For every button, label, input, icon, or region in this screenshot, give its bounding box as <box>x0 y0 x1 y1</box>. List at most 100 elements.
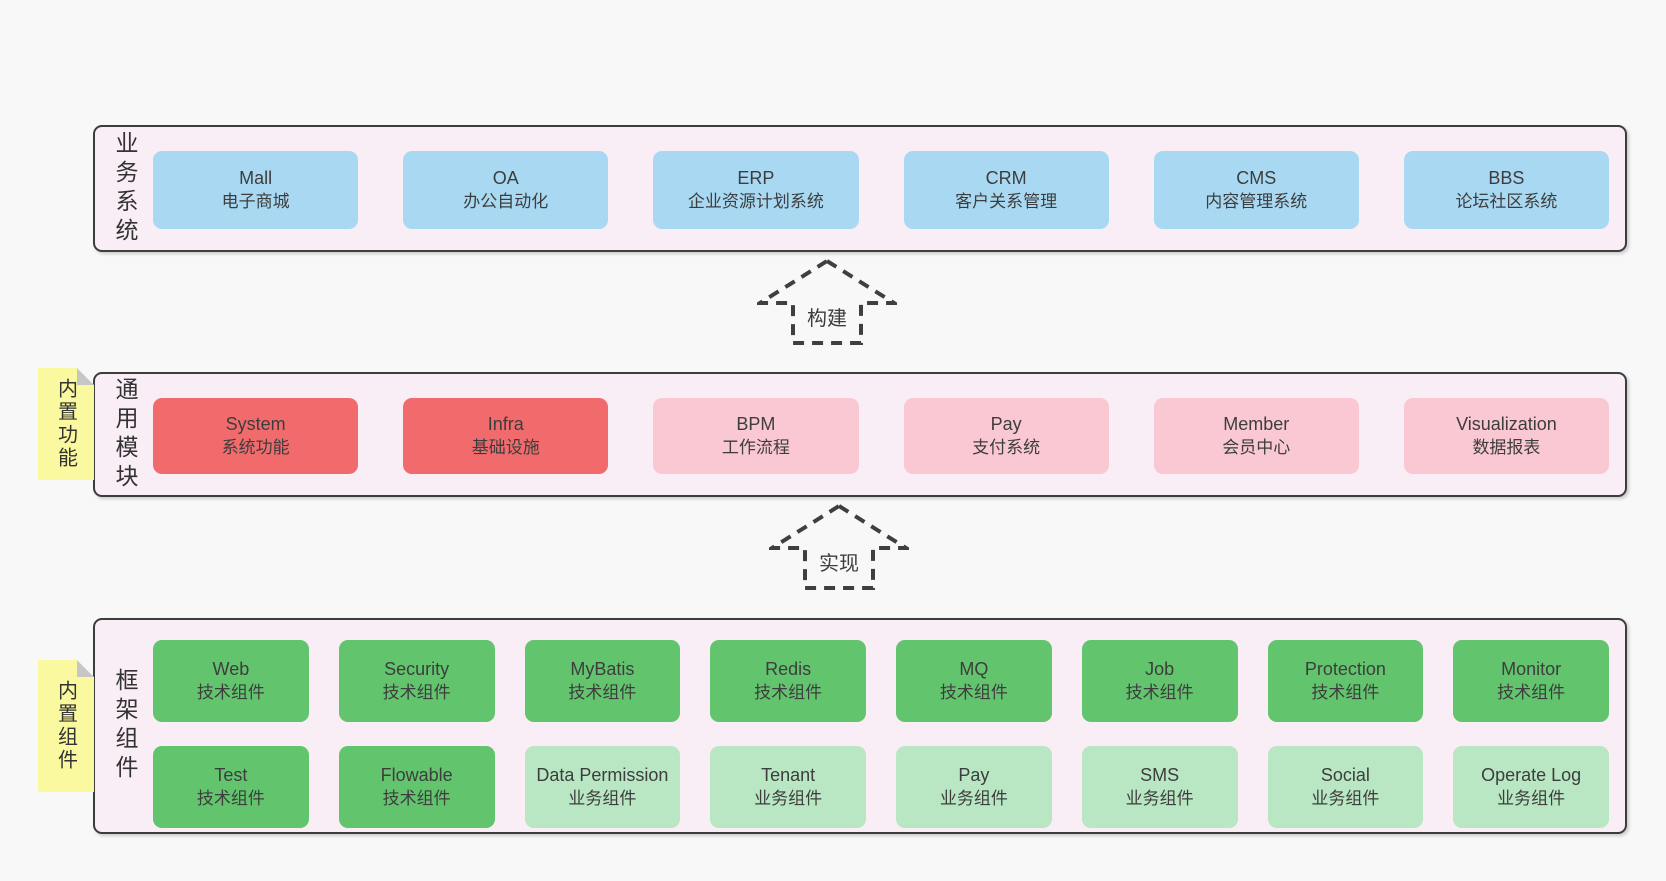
box-title: Visualization <box>1456 413 1557 434</box>
box-title: MQ <box>959 658 989 679</box>
box-title: Social <box>1320 764 1370 785</box>
box-subtitle: 企业资源计划系统 <box>687 191 824 211</box>
module-box-visualization: Visualization 数据报表 <box>1403 398 1610 474</box>
implement-arrow: 实现 <box>765 503 913 601</box>
box-subtitle: 业务组件 <box>1125 788 1194 808</box>
component-box-tenant: Tenant 业务组件 <box>710 746 866 828</box>
common-modules-row: System 系统功能 Infra 基础设施 BPM 工作流程 Pay 支付系统… <box>153 398 1610 474</box>
band-label-business-systems: 业务系统 <box>112 130 138 247</box>
box-title: ERP <box>737 167 775 188</box>
up-arrow-icon <box>765 503 913 590</box>
box-subtitle: 支付系统 <box>972 437 1041 457</box>
module-box-member: Member 会员中心 <box>1153 398 1359 474</box>
box-subtitle: 技术组件 <box>1497 682 1566 702</box>
box-subtitle: 业务组件 <box>939 788 1008 808</box>
box-title: Member <box>1223 413 1290 434</box>
folded-corner-icon <box>77 660 94 677</box>
component-box-protection: Protection 技术组件 <box>1267 640 1424 722</box>
sticky-label: 内置功能 <box>54 378 77 470</box>
component-box-pay: Pay 业务组件 <box>896 746 1052 828</box>
box-subtitle: 电子商城 <box>221 191 290 211</box>
box-subtitle: 论坛社区系统 <box>1455 191 1558 211</box>
band-label-common-modules: 通用模块 <box>112 376 138 493</box>
module-box-infra: Infra 基础设施 <box>403 398 609 474</box>
box-title: Test <box>214 764 248 785</box>
band-framework-components: 内置组件 框架组件 Web 技术组件 Security 技术组件 MyBatis… <box>93 618 1627 834</box>
band-label-framework-components: 框架组件 <box>112 668 138 784</box>
box-subtitle: 技术组件 <box>1311 682 1380 702</box>
module-box-bpm: BPM 工作流程 <box>653 398 859 474</box>
box-subtitle: 系统功能 <box>221 437 290 457</box>
framework-components-row-2: Test 技术组件 Flowable 技术组件 Data Permission … <box>153 746 1609 828</box>
box-title: MyBatis <box>570 658 635 679</box>
framework-components-row-1: Web 技术组件 Security 技术组件 MyBatis 技术组件 Redi… <box>153 640 1609 722</box>
box-subtitle: 办公自动化 <box>463 191 549 211</box>
module-box-system: System 系统功能 <box>153 398 359 474</box>
component-box-test: Test 技术组件 <box>153 746 309 828</box>
up-arrow-icon <box>753 258 901 345</box>
box-subtitle: 会员中心 <box>1222 437 1291 457</box>
component-box-security: Security 技术组件 <box>338 640 495 722</box>
box-subtitle: 业务组件 <box>1497 788 1566 808</box>
box-title: Redis <box>765 658 812 679</box>
box-subtitle: 技术组件 <box>754 682 823 702</box>
box-title: Security <box>384 658 450 679</box>
box-subtitle: 技术组件 <box>196 788 265 808</box>
component-box-web: Web 技术组件 <box>153 640 309 722</box>
box-subtitle: 技术组件 <box>196 682 265 702</box>
box-title: Mall <box>239 167 273 188</box>
box-subtitle: 业务组件 <box>754 788 823 808</box>
component-box-job: Job 技术组件 <box>1081 640 1238 722</box>
box-title: Pay <box>990 413 1022 434</box>
box-subtitle: 技术组件 <box>939 682 1008 702</box>
component-box-flowable: Flowable 技术组件 <box>338 746 495 828</box>
component-box-operate-log: Operate Log 业务组件 <box>1453 746 1609 828</box>
build-arrow-label: 构建 <box>807 307 847 330</box>
implement-arrow-label: 实现 <box>819 552 859 575</box>
component-box-monitor: Monitor 技术组件 <box>1453 640 1609 722</box>
box-title: System <box>225 413 286 434</box>
band-common-modules: 内置功能 通用模块 System 系统功能 Infra 基础设施 BPM 工作流… <box>93 372 1627 497</box>
box-subtitle: 内容管理系统 <box>1205 191 1308 211</box>
component-box-redis: Redis 技术组件 <box>710 640 866 722</box>
box-title: Protection <box>1304 658 1386 679</box>
box-subtitle: 技术组件 <box>568 682 637 702</box>
sticky-label: 内置组件 <box>54 680 77 772</box>
box-title: Tenant <box>761 764 816 785</box>
sticky-note-built-in-features: 内置功能 <box>38 368 94 480</box>
box-subtitle: 数据报表 <box>1472 437 1541 457</box>
box-title: CRM <box>985 167 1027 188</box>
module-box-pay: Pay 支付系统 <box>903 398 1109 474</box>
box-title: Pay <box>958 764 990 785</box>
box-title: Web <box>212 658 250 679</box>
box-subtitle: 业务组件 <box>568 788 637 808</box>
box-subtitle: 客户关系管理 <box>955 191 1058 211</box>
system-box-bbs: BBS 论坛社区系统 <box>1403 151 1610 229</box>
box-subtitle: 工作流程 <box>721 437 790 457</box>
box-title: CMS <box>1236 167 1277 188</box>
business-systems-row: Mall 电子商城 OA 办公自动化 ERP 企业资源计划系统 CRM 客户关系… <box>153 151 1610 229</box>
box-title: Job <box>1145 658 1175 679</box>
box-title: BPM <box>736 413 776 434</box>
system-box-oa: OA 办公自动化 <box>403 151 609 229</box>
box-title: Monitor <box>1501 658 1562 679</box>
system-box-crm: CRM 客户关系管理 <box>903 151 1109 229</box>
box-subtitle: 业务组件 <box>1311 788 1380 808</box>
box-title: Operate Log <box>1481 764 1582 785</box>
box-subtitle: 技术组件 <box>382 682 451 702</box>
band-business-systems: 业务系统 Mall 电子商城 OA 办公自动化 ERP 企业资源计划系统 CRM… <box>93 125 1627 252</box>
component-box-mq: MQ 技术组件 <box>896 640 1052 722</box>
folded-corner-icon <box>77 368 94 385</box>
component-box-social: Social 业务组件 <box>1267 746 1424 828</box>
system-box-cms: CMS 内容管理系统 <box>1153 151 1359 229</box>
component-box-mybatis: MyBatis 技术组件 <box>524 640 681 722</box>
build-arrow: 构建 <box>753 258 901 356</box>
box-title: Flowable <box>380 764 453 785</box>
system-box-erp: ERP 企业资源计划系统 <box>653 151 859 229</box>
component-box-sms: SMS 业务组件 <box>1081 746 1238 828</box>
box-title: Infra <box>487 413 524 434</box>
box-title: SMS <box>1140 764 1180 785</box>
box-subtitle: 基础设施 <box>471 437 540 457</box>
box-title: Data Permission <box>536 764 669 785</box>
